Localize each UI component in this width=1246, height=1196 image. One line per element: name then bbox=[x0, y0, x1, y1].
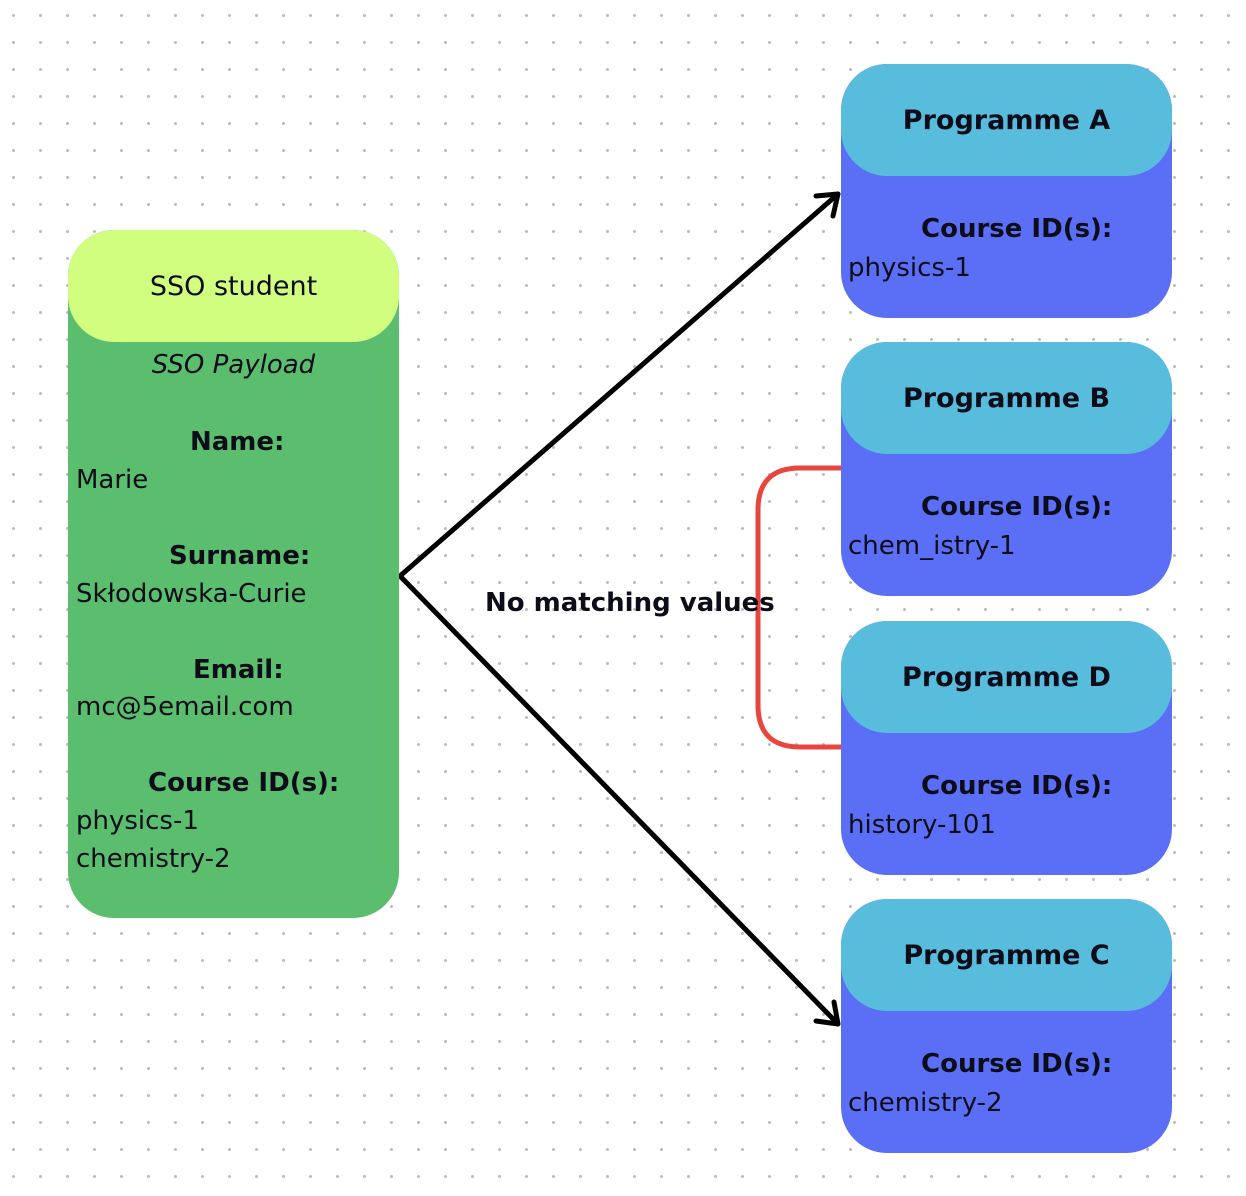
programme-a-course-value: physics-1 bbox=[848, 253, 971, 283]
surname-value: Skłodowska-Curie bbox=[76, 579, 307, 609]
name-value: Marie bbox=[76, 465, 149, 495]
arrow-to-programme-a bbox=[397, 191, 841, 579]
programme-d-title: Programme D bbox=[902, 661, 1111, 693]
arrowhead-programme-a bbox=[813, 191, 841, 219]
sso-payload-label: SSO Payload bbox=[151, 350, 316, 380]
programme-a-title: Programme A bbox=[902, 104, 1111, 136]
sso-student-header: SSO student bbox=[68, 230, 399, 342]
email-label: Email: bbox=[193, 655, 284, 685]
programme-c-header: Programme C bbox=[841, 899, 1172, 1011]
name-label: Name: bbox=[190, 427, 285, 457]
course-id-value: physics-1 bbox=[76, 806, 199, 836]
programme-b-course-label: Course ID(s): bbox=[921, 492, 1113, 522]
course-id-value: chemistry-2 bbox=[76, 844, 231, 874]
surname-label: Surname: bbox=[169, 541, 311, 571]
programme-a-card: Programme A Course ID(s): physics-1 bbox=[841, 64, 1172, 318]
no-matching-values-label: No matching values bbox=[485, 588, 775, 618]
programme-c-course-value: chemistry-2 bbox=[848, 1088, 1003, 1118]
programme-a-course-label: Course ID(s): bbox=[921, 214, 1113, 244]
arrow-to-programme-c bbox=[397, 573, 841, 1027]
course-id-label: Course ID(s): bbox=[148, 768, 340, 798]
programme-b-title: Programme B bbox=[902, 382, 1111, 414]
arrowhead-programme-c bbox=[813, 999, 841, 1027]
programme-a-header: Programme A bbox=[841, 64, 1172, 176]
sso-student-title: SSO student bbox=[149, 270, 318, 302]
programme-b-card: Programme B Course ID(s): chem_istry-1 bbox=[841, 342, 1172, 596]
email-value: mc@5email.com bbox=[76, 692, 294, 722]
programme-d-header: Programme D bbox=[841, 621, 1172, 733]
programme-d-course-label: Course ID(s): bbox=[921, 771, 1113, 801]
programme-d-card: Programme D Course ID(s): history-101 bbox=[841, 621, 1172, 875]
programme-c-card: Programme C Course ID(s): chemistry-2 bbox=[841, 899, 1172, 1153]
programme-b-course-value: chem_istry-1 bbox=[848, 531, 1016, 561]
programme-d-course-value: history-101 bbox=[848, 810, 996, 840]
no-match-bracket bbox=[755, 465, 842, 750]
programme-c-title: Programme C bbox=[903, 939, 1110, 971]
sso-student-card: SSO student SSO Payload Name: Marie Surn… bbox=[68, 230, 399, 918]
programme-b-header: Programme B bbox=[841, 342, 1172, 454]
programme-c-course-label: Course ID(s): bbox=[921, 1049, 1113, 1079]
